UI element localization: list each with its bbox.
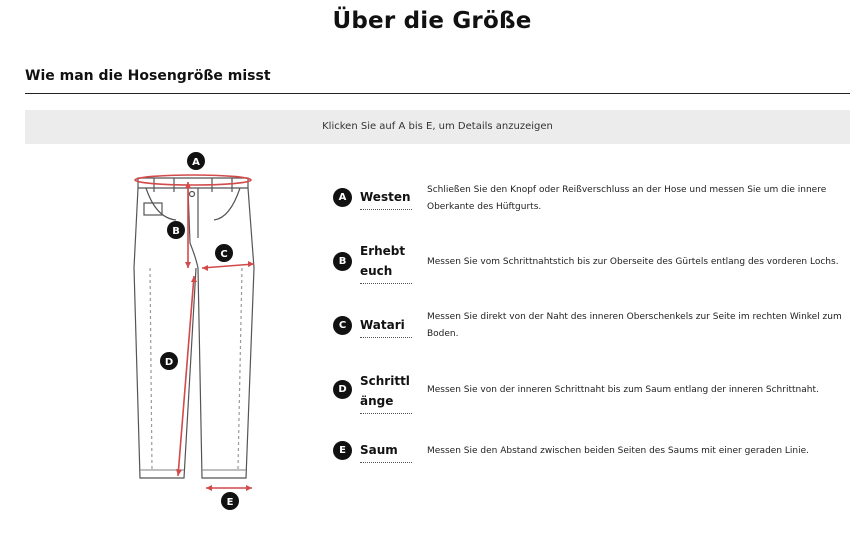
pants-diagram: A B C D E	[133, 152, 255, 510]
diagram-badge-e[interactable]: E	[221, 492, 239, 510]
section-title: Wie man die Hosengröße misst	[25, 68, 271, 84]
diagram-badge-d-text: D	[165, 357, 173, 368]
measurement-label[interactable]: Westen	[360, 187, 412, 210]
measurement-description: Messen Sie direkt von der Naht des inner…	[427, 312, 842, 339]
measurement-row-e[interactable]: E Saum Messen Sie den Abstand zwischen b…	[330, 440, 850, 466]
measurement-letter-badge: B	[333, 252, 352, 271]
measurement-letter-badge: C	[333, 316, 352, 335]
measurement-letter-badge: E	[333, 441, 352, 460]
measurement-letter-badge: A	[333, 188, 352, 207]
diagram-badge-b-text: B	[172, 226, 180, 237]
measurement-letter-badge: D	[333, 380, 352, 399]
measurement-description: Schließen Sie den Knopf oder Reißverschl…	[427, 185, 827, 212]
measurement-label[interactable]: Watari	[360, 315, 412, 338]
measurement-description: Messen Sie den Abstand zwischen beiden S…	[427, 446, 810, 456]
inseam-measure-line	[177, 275, 195, 477]
page-title: Über die Größe	[332, 8, 532, 34]
section-divider	[25, 93, 850, 94]
diagram-badge-c[interactable]: C	[215, 244, 233, 262]
measurement-label[interactable]: Saum	[360, 440, 412, 463]
measurement-row-c[interactable]: C Watari Messen Sie direkt von der Naht …	[330, 309, 850, 345]
thigh-measure-line	[201, 263, 255, 269]
measurement-label[interactable]: Erhebteuch	[360, 241, 412, 284]
diagram-badge-e-text: E	[227, 497, 234, 508]
measurement-row-d[interactable]: D Schrittlänge Messen Sie von der innere…	[330, 370, 850, 414]
waist-measure-line	[134, 174, 252, 186]
measurement-description: Messen Sie vom Schrittnahtstich bis zur …	[427, 257, 839, 267]
measurement-description: Messen Sie von der inneren Schrittnaht b…	[427, 385, 819, 395]
hint-bar: Klicken Sie auf A bis E, um Details anzu…	[25, 110, 850, 144]
pants-outline	[133, 177, 255, 479]
measurement-label[interactable]: Schrittlänge	[360, 371, 412, 414]
measurement-row-a[interactable]: A Westen Schließen Sie den Knopf oder Re…	[330, 182, 850, 218]
diagram-badge-b[interactable]: B	[167, 221, 185, 239]
diagram-badge-a-text: A	[192, 157, 200, 168]
diagram-badge-c-text: C	[220, 249, 227, 260]
diagram-badge-d[interactable]: D	[160, 352, 178, 370]
diagram-badge-a[interactable]: A	[187, 152, 205, 170]
measurement-row-b[interactable]: B Erhebteuch Messen Sie vom Schrittnahts…	[330, 240, 850, 284]
